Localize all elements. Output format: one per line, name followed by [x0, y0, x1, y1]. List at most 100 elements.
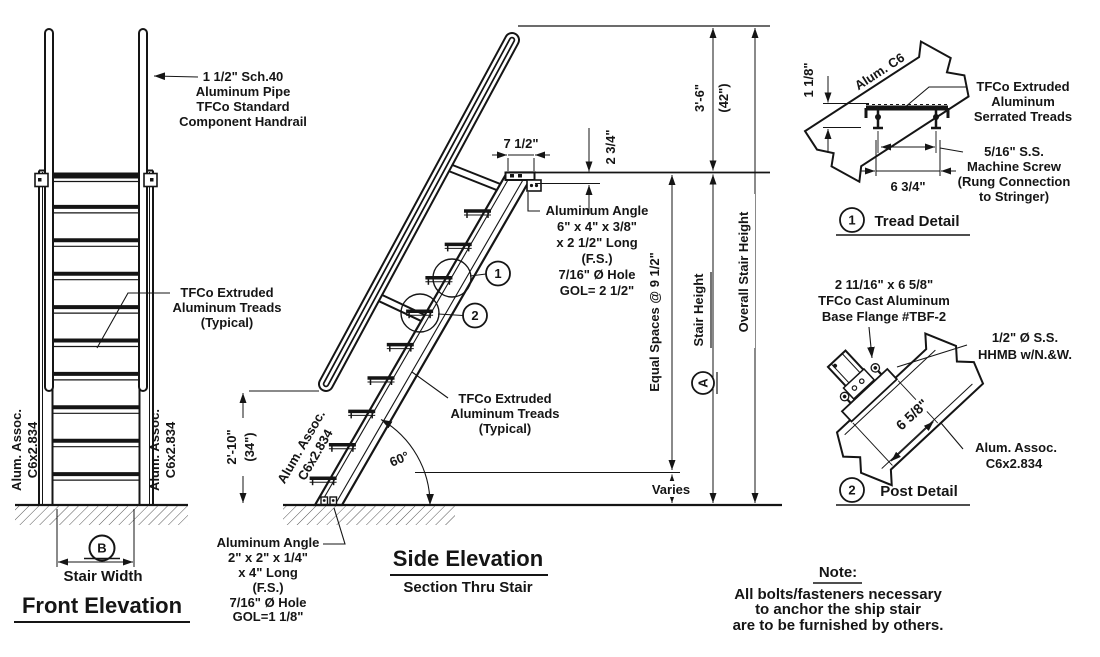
front-treads — [53, 204, 140, 481]
rail-height-dim-alt-text: (34") — [242, 432, 257, 461]
side-base-angle-note: Aluminum Angle 2" x 2" x 1/4" x 4" Long … — [217, 507, 346, 624]
front-handrail-note: 1 1/2" Sch.40 Aluminum Pipe TFCo Standar… — [153, 69, 307, 129]
tread-height-dim-text: 1 1/8" — [801, 62, 816, 97]
angle-60-label: 60° — [387, 448, 411, 469]
serrated-note-line2: Aluminum — [991, 94, 1055, 109]
base-angle-note-line4: (F.S.) — [252, 580, 283, 595]
width-ref-bubble — [88, 534, 116, 562]
front-handrail-note-line1: 1 1/2" Sch.40 — [203, 69, 284, 84]
side-handrail-pipe — [318, 32, 520, 392]
side-top-angle-note: Aluminum Angle 6" x 4" x 3/8" x 2 1/2" L… — [527, 192, 649, 298]
equal-spaces-dimension: Equal Spaces @ 9 1/2" — [647, 175, 676, 470]
note-heading: Note: — [819, 564, 857, 581]
rail-height-dim-text: 2'-10" — [224, 429, 239, 464]
front-right-stringer-spec-1: Alum. Assoc. — [147, 409, 162, 491]
front-left-stringer-spec-2: C6x2.834 — [25, 421, 40, 478]
varies-dimension: Varies — [645, 474, 697, 503]
front-ground — [15, 503, 188, 525]
note-line1: All bolts/fasteners necessary — [734, 586, 942, 603]
top-angle-note-line6: GOL= 2 1/2" — [560, 283, 634, 298]
overall-height-label: Overall Stair Height — [736, 211, 751, 332]
post-detail-ref-bubble — [839, 477, 865, 503]
screw-note-line2: Machine Screw — [967, 159, 1062, 174]
flange-bolts — [839, 363, 883, 404]
flange-note-line2: TFCo Cast Aluminum — [818, 293, 950, 308]
top-angle-note-line4: (F.S.) — [581, 251, 612, 266]
base-angle-note-line3: x 4" Long — [238, 565, 298, 580]
stair-height-ref-letter: A — [696, 378, 711, 388]
top-angle-note-line2: 6" x 4" x 3/8" — [557, 219, 637, 234]
bolt-note-line2: HHMB w/N.&W. — [978, 347, 1072, 362]
detail-circle-tread — [432, 258, 472, 298]
side-treads-note-line2: Aluminum Treads — [450, 406, 559, 421]
side-angle-dimension: 60° — [380, 419, 434, 506]
angle-offset-dim-text: 2 3/4" — [603, 129, 618, 164]
stair-height-label: Stair Height — [691, 273, 706, 347]
base-angle-note-line1: Aluminum Angle — [217, 535, 320, 550]
tread-detail-ref-number: 1 — [848, 213, 855, 228]
front-right-stringer-spec-2: C6x2.834 — [163, 421, 178, 478]
front-handrail-note-line2: Aluminum Pipe — [196, 84, 291, 99]
front-treads-note: TFCo Extruded Aluminum Treads (Typical) — [96, 285, 282, 349]
stair-height-dimension: Stair Height A — [691, 174, 718, 503]
front-treads-note-line3: (Typical) — [201, 315, 254, 330]
post-channel-note-line2: C6x2.834 — [986, 456, 1043, 471]
top-height-dim-alt-text: (42") — [716, 83, 731, 112]
front-treads-note-line1: TFCo Extruded — [180, 285, 273, 300]
tread-detail-title: 1 Tread Detail — [836, 207, 970, 236]
tread-cross-section — [864, 104, 950, 130]
top-angle-note-line5: 7/16" Ø Hole — [559, 267, 636, 282]
callout-2: 2 — [437, 302, 488, 329]
front-treads-note-line2: Aluminum Treads — [172, 300, 281, 315]
front-stringers — [38, 169, 154, 505]
note-line3: are to be furnished by others. — [733, 617, 944, 634]
detail-circle-post — [400, 293, 440, 333]
screw-note-line4: to Stringer) — [979, 189, 1049, 204]
side-ground — [283, 503, 782, 525]
rail-upper-height-dimension: 3'-6" (42") — [692, 28, 731, 171]
flange-note-line1: 2 11/16" x 6 5/8" — [835, 277, 933, 292]
side-elevation-view: 60° 1 2 Aluminum Angle 6" x 4" x 3/8" x … — [217, 25, 782, 624]
callout-1: 1 — [469, 260, 511, 287]
top-angle-note-line1: Aluminum Angle — [546, 203, 649, 218]
side-treads-note-line1: TFCo Extruded — [458, 391, 551, 406]
serrated-note-line3: Serrated Treads — [974, 109, 1072, 124]
front-handrail-note-line3: TFCo Standard — [196, 99, 289, 114]
rail-height-dimension: 2'-10" (34") — [224, 390, 319, 503]
side-treads-note: TFCo Extruded Aluminum Treads (Typical) — [411, 371, 560, 436]
machine-screw-note: 5/16" S.S. Machine Screw (Rung Connectio… — [958, 144, 1071, 204]
post-detail-view: 6 5/8" 2 11/16" x 6 5/8" TFCo Cast Alumi… — [818, 277, 1072, 506]
post-detail-assembly: 6 5/8" — [826, 332, 985, 487]
post-connector-block — [842, 367, 876, 401]
post-detail-ref-number: 2 — [848, 483, 855, 498]
screw-note-line3: (Rung Connection — [958, 174, 1071, 189]
post-channel-note-line1: Alum. Assoc. — [975, 440, 1057, 455]
tread-width-dimension: 6 3/4" — [860, 140, 956, 194]
callout-1-number: 1 — [494, 266, 501, 281]
front-width-label: Stair Width — [63, 568, 142, 585]
note-line2: to anchor the ship stair — [755, 601, 921, 618]
top-angle-note-line3: x 2 1/2" Long — [556, 235, 637, 250]
side-treads — [309, 209, 491, 486]
varies-dim-text: Varies — [652, 482, 690, 497]
front-elevation-title: Front Elevation — [22, 593, 182, 618]
base-flange-note: 2 11/16" x 6 5/8" TFCo Cast Aluminum Bas… — [818, 277, 950, 359]
top-width-dimension: 7 1/2" — [492, 136, 550, 171]
front-handrail-posts — [44, 28, 148, 392]
note-block: Note: All bolts/fasteners necessary to a… — [733, 564, 944, 634]
bolt-note-line1: 1/2" Ø S.S. — [992, 330, 1058, 345]
tread-screw-dimension — [877, 131, 964, 153]
top-width-dim-text: 7 1/2" — [503, 136, 538, 151]
base-flange-plate — [840, 367, 899, 423]
side-elevation-subtitle: Section Thru Stair — [403, 579, 532, 596]
angle-offset-dimension: 2 3/4" — [535, 128, 618, 214]
front-left-stringer-spec-1: Alum. Assoc. — [9, 409, 24, 491]
tread-detail-ref-bubble — [839, 207, 865, 233]
post-detail-title-text: Post Detail — [880, 483, 958, 500]
top-height-dim-text: 3'-6" — [692, 84, 707, 112]
side-top-angle-bracket — [526, 179, 542, 192]
front-width-dimension: B Stair Width — [56, 509, 143, 585]
post-channel-note: Alum. Assoc. C6x2.834 — [940, 422, 1057, 471]
serrated-note-line1: TFCo Extruded — [976, 79, 1069, 94]
